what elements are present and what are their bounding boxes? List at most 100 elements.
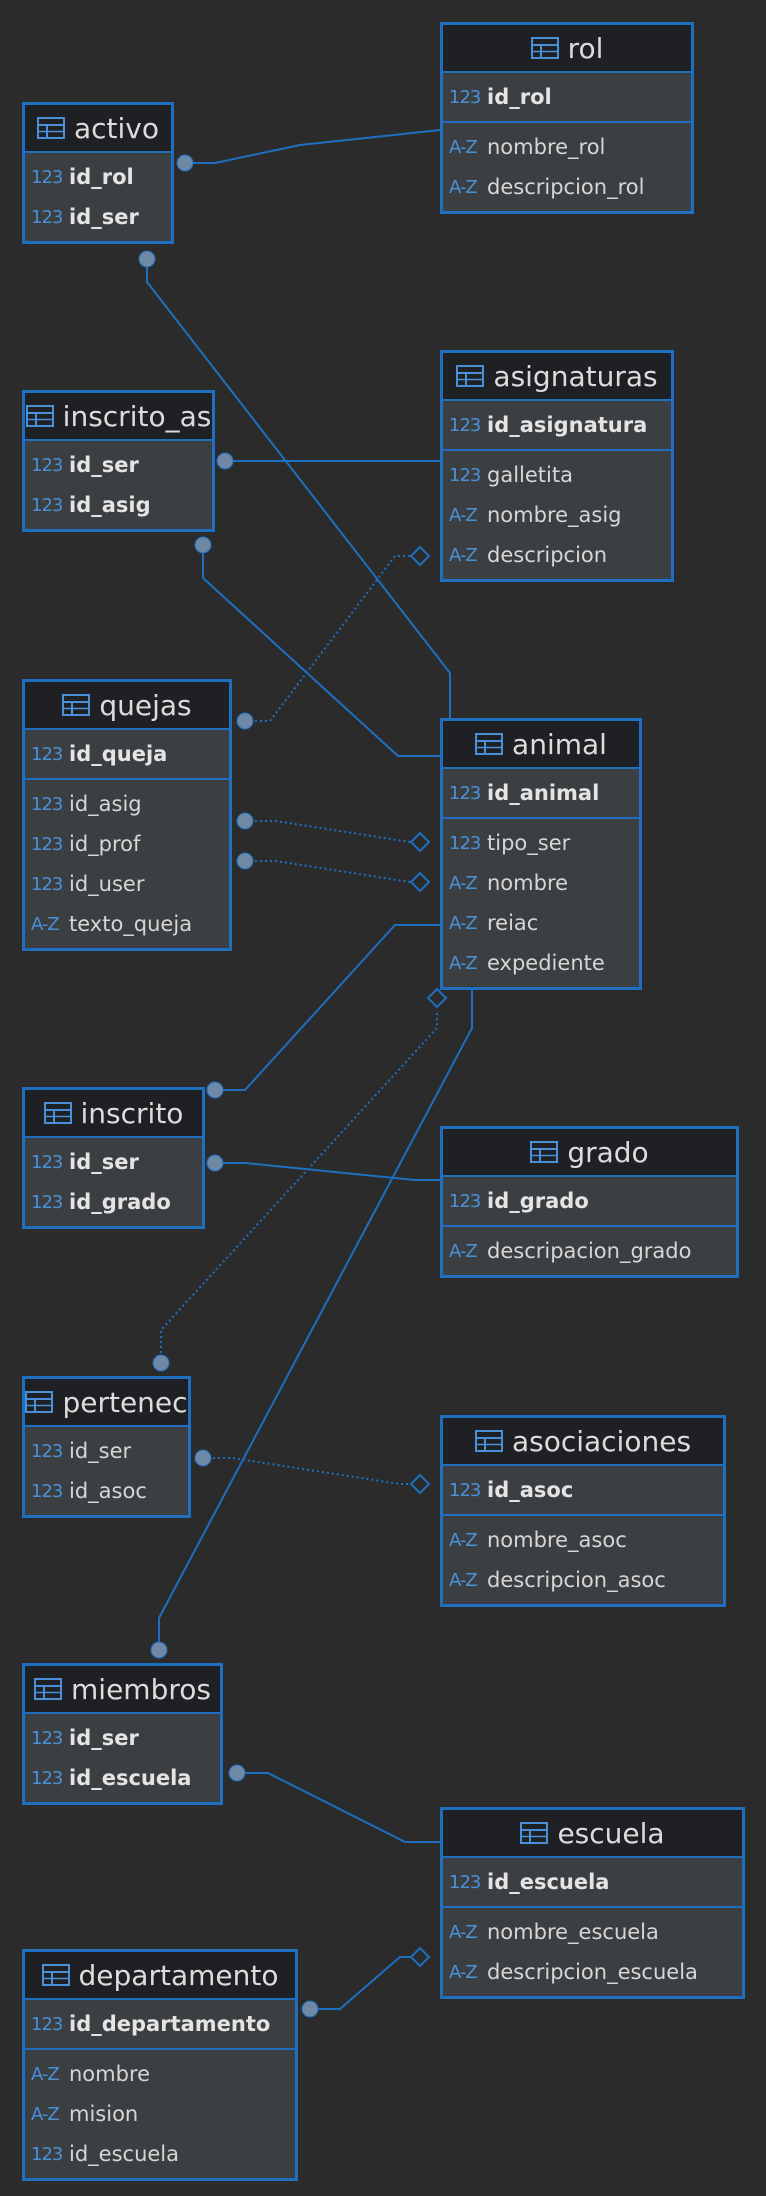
attribute-name: nombre_asoc xyxy=(487,1528,627,1552)
attribute-name: descripacion_grado xyxy=(487,1239,692,1263)
table-icon xyxy=(475,733,504,755)
attribute-name: id_prof xyxy=(69,832,141,856)
text-type-icon: A-Z xyxy=(449,1961,478,1983)
relationship-end-diamond xyxy=(426,987,448,1009)
attribute-name: nombre_escuela xyxy=(487,1920,659,1944)
relationship-end-diamond xyxy=(409,1473,431,1495)
entity-name: inscrito_as xyxy=(62,399,212,433)
entity-header[interactable]: inscrito xyxy=(25,1090,202,1138)
entity-header[interactable]: escuela xyxy=(443,1810,742,1858)
attribute-row[interactable]: A-Z descripcion_escuela xyxy=(443,1952,742,1992)
entity-header[interactable]: rol xyxy=(443,25,691,73)
entity-header[interactable]: miembros xyxy=(25,1666,220,1714)
attribute-name: descripcion_escuela xyxy=(487,1960,698,1984)
entity-header[interactable]: asociaciones xyxy=(443,1418,723,1466)
entity-header[interactable]: quejas xyxy=(25,682,229,730)
attribute-name: galletita xyxy=(487,463,573,487)
text-type-icon: A-Z xyxy=(449,136,478,158)
connector-quejas-asignaturas xyxy=(245,555,420,722)
relationship-end-dot xyxy=(152,1354,170,1372)
numeric-type-icon: 123 xyxy=(31,2143,63,2165)
entity-header[interactable]: activo xyxy=(25,105,171,153)
relationship-end-dot xyxy=(138,250,156,268)
numeric-type-icon: 123 xyxy=(31,1151,63,1173)
entity-header[interactable]: animal xyxy=(443,721,639,769)
entity-header[interactable]: asignaturas xyxy=(443,353,671,401)
connector-inscrito-as-animal xyxy=(202,545,440,757)
entity-name: quejas xyxy=(99,688,192,722)
entity-header[interactable]: grado xyxy=(443,1129,736,1177)
connector-activo-rol xyxy=(185,129,441,164)
entity-header[interactable]: inscrito_as xyxy=(25,393,212,441)
attribute-name: id_animal xyxy=(487,781,600,805)
attribute-name: id_ser xyxy=(69,1726,139,1750)
attribute-name: id_asig xyxy=(69,493,151,517)
entity-header[interactable]: pertenec xyxy=(25,1379,188,1427)
entity-header[interactable]: departamento xyxy=(25,1952,295,2000)
relationship-end-dot xyxy=(228,1764,246,1782)
text-type-icon: A-Z xyxy=(31,913,60,935)
entity-name: escuela xyxy=(557,1816,665,1850)
numeric-type-icon: 123 xyxy=(449,782,481,804)
connector-miembros-animal xyxy=(158,990,473,1650)
attribute-row[interactable]: 123 id_animal xyxy=(443,773,639,813)
